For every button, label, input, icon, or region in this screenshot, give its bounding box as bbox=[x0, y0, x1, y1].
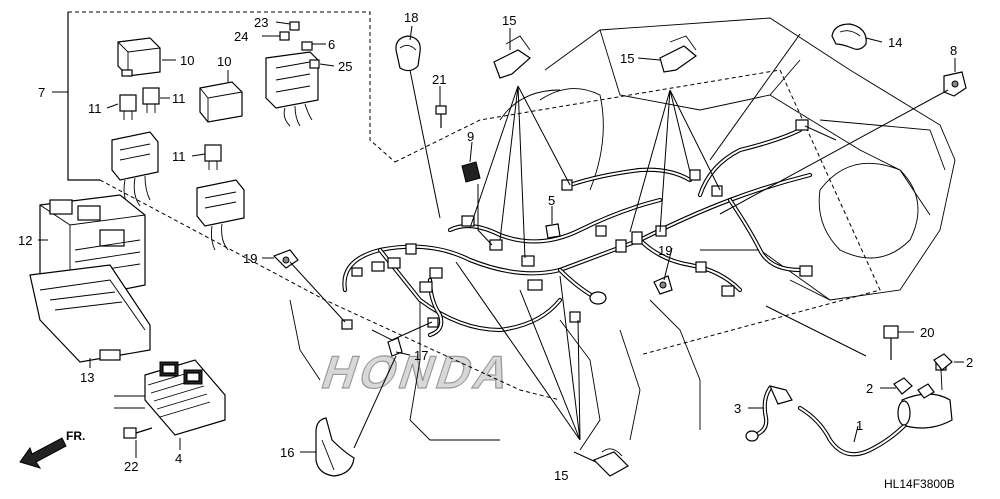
front-direction-label: FR. bbox=[66, 429, 85, 443]
callout-15-c: 15 bbox=[554, 468, 568, 483]
callout-4: 4 bbox=[175, 451, 182, 466]
callout-labels: 1 2 2 2 3 4 5 6 7 8 9 10 10 11 11 11 12 … bbox=[18, 10, 973, 483]
relay-10-top bbox=[117, 37, 161, 77]
drawing-code: HL14F3800B bbox=[884, 477, 955, 491]
callout-8: 8 bbox=[950, 43, 957, 58]
callout-1: 1 bbox=[856, 418, 863, 433]
relay-block-cluster bbox=[265, 21, 320, 127]
callout-18: 18 bbox=[404, 10, 418, 25]
starter-cable-1 bbox=[797, 359, 953, 457]
connector-5 bbox=[545, 223, 561, 239]
nut-2-low bbox=[917, 383, 935, 399]
main-wire-harness bbox=[342, 127, 813, 338]
relay-socket-left bbox=[111, 131, 159, 207]
ecu-cover-13 bbox=[29, 264, 151, 363]
callout-5: 5 bbox=[548, 193, 555, 208]
callout-19-a: 19 bbox=[243, 251, 257, 266]
callout-9: 9 bbox=[467, 129, 474, 144]
callout-22: 22 bbox=[124, 459, 138, 474]
nut-2-top bbox=[933, 353, 953, 371]
callout-24: 24 bbox=[234, 29, 248, 44]
callout-2-a: 2 bbox=[966, 355, 973, 370]
callout-11-a: 11 bbox=[88, 101, 102, 116]
bolt-20 bbox=[883, 325, 899, 360]
relay-10-mid bbox=[199, 81, 243, 123]
band-16 bbox=[315, 417, 355, 477]
callout-10-b: 10 bbox=[217, 54, 231, 69]
relay-11-c bbox=[204, 144, 222, 170]
callout-7: 7 bbox=[38, 85, 45, 100]
callout-17: 17 bbox=[414, 348, 428, 363]
clip-19-right bbox=[653, 275, 673, 295]
clip-19-left bbox=[272, 249, 299, 269]
band-15-bottom bbox=[592, 448, 629, 477]
callout-19-b: 19 bbox=[658, 243, 672, 258]
callout-11-c: 11 bbox=[172, 149, 186, 164]
leader-lines bbox=[38, 21, 964, 463]
callout-25: 25 bbox=[338, 59, 352, 74]
band-15-top-right bbox=[659, 35, 697, 73]
vehicle-body-outline bbox=[289, 17, 956, 451]
cable-3 bbox=[745, 385, 793, 442]
nut-2-mid bbox=[893, 377, 913, 395]
band-15-top-left bbox=[493, 35, 531, 79]
relay-socket-right bbox=[196, 179, 245, 251]
relay-11-a bbox=[119, 94, 137, 120]
clip-8 bbox=[943, 71, 967, 97]
band-14 bbox=[831, 23, 867, 50]
harness-connectors bbox=[341, 119, 813, 330]
callout-11-b: 11 bbox=[172, 91, 186, 106]
callout-12: 12 bbox=[18, 233, 32, 248]
regulator-4 bbox=[144, 359, 226, 436]
connector-9 bbox=[461, 161, 481, 183]
bolt-22 bbox=[123, 427, 153, 439]
callout-14: 14 bbox=[888, 35, 902, 50]
callout-2-b: 2 bbox=[866, 381, 873, 396]
callout-21: 21 bbox=[432, 72, 446, 87]
band-18 bbox=[395, 35, 421, 72]
relay-group-frame bbox=[67, 11, 881, 401]
callout-16: 16 bbox=[280, 445, 294, 460]
callout-13: 13 bbox=[80, 370, 94, 385]
callout-6: 6 bbox=[328, 37, 335, 52]
callout-20: 20 bbox=[920, 325, 934, 340]
front-direction-arrow: FR. bbox=[19, 429, 85, 469]
bolt-21 bbox=[435, 105, 447, 128]
callout-3: 3 bbox=[734, 401, 741, 416]
callout-15-a: 15 bbox=[502, 13, 516, 28]
callout-15-b: 15 bbox=[620, 51, 634, 66]
callout-10-a: 10 bbox=[180, 53, 194, 68]
relay-11-b bbox=[142, 87, 160, 113]
callout-23: 23 bbox=[254, 15, 268, 30]
